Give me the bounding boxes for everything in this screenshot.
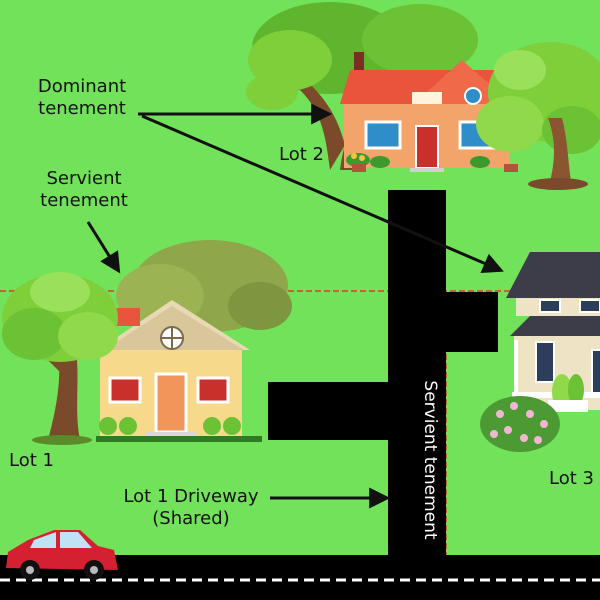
lot1-driveway-label: Lot 1 Driveway (Shared) [110, 486, 272, 530]
tree-icon [2, 272, 118, 445]
driveway-label-line2: (Shared) [152, 508, 230, 529]
servient-label-line1: Servient [46, 168, 122, 189]
house-lot2-icon [246, 2, 600, 190]
lot2-label: Lot 2 [279, 144, 324, 165]
lot3-label: Lot 3 [549, 468, 594, 489]
flower-bush-icon [480, 396, 560, 452]
driveway-label-line1: Lot 1 Driveway [123, 486, 259, 507]
arrow-servient-to-lot1 [86, 221, 121, 274]
lot3-driveway-stub [440, 292, 498, 352]
arrow-dominant-to-lot3 [141, 114, 504, 274]
lot1-label: Lot 1 [9, 450, 54, 471]
house-lot1-icon [96, 240, 292, 442]
dominant-label-line2: tenement [38, 98, 126, 119]
servient-tenement-label: Servient tenement [28, 168, 140, 212]
dominant-tenement-label: Dominant tenement [22, 76, 142, 120]
lot1-driveway-stub [268, 382, 400, 440]
car-icon [6, 530, 118, 580]
servient-label-line2: tenement [40, 190, 128, 211]
dominant-label-line1: Dominant [37, 76, 127, 97]
servient-tenement-vertical-label: Servient tenement [420, 380, 440, 540]
house-lot3-icon [506, 252, 600, 412]
arrows [86, 103, 504, 509]
